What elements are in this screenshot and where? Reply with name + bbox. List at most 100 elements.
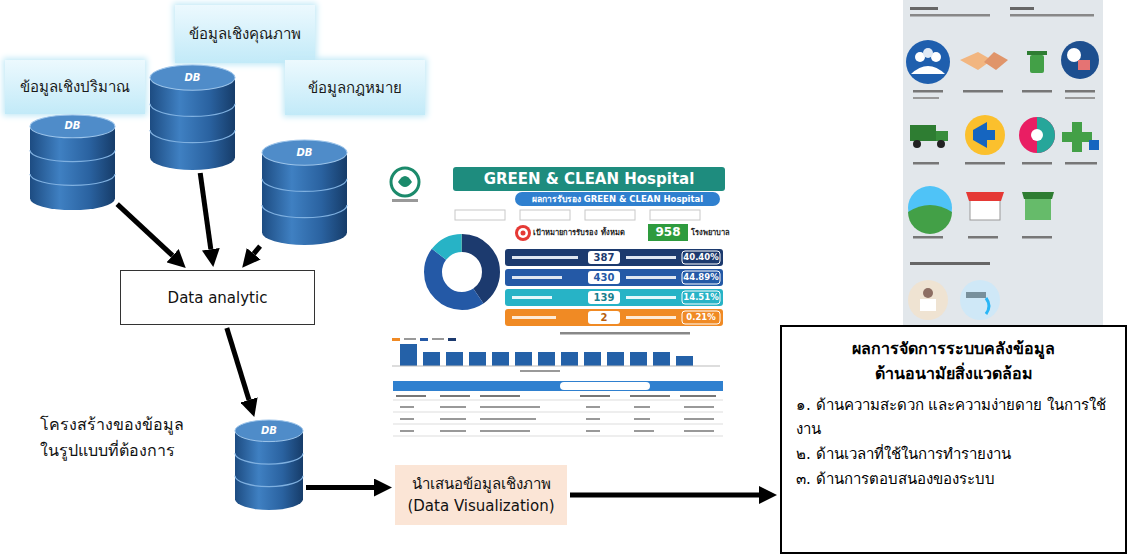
- dashboard-screenshot: [676, 356, 693, 366]
- dashboard-screenshot: [626, 276, 676, 279]
- target-unit: โรงพยาบาล: [691, 226, 735, 240]
- dashboard-screenshot: [518, 228, 528, 238]
- dashboard-screenshot: [423, 352, 440, 366]
- dashboard-screenshot: [580, 395, 610, 397]
- dashboard-screenshot: [433, 243, 491, 301]
- source-label: ข้อมูลเชิงคุณภาพ: [189, 22, 301, 46]
- dashboard-screenshot: [586, 430, 600, 432]
- icon-panel-screenshot: [923, 288, 933, 298]
- icon-panel-screenshot: [1019, 117, 1055, 153]
- icon-panel-screenshot: [1065, 97, 1095, 99]
- dashboard-screenshot: [385, 163, 737, 445]
- arrow-connector: [254, 246, 260, 254]
- result-text: ๒. ด้านเวลาที่ใช้ในการทำรายงาน: [796, 442, 1111, 467]
- db-label: DB: [185, 72, 201, 84]
- dashboard-screenshot: [440, 406, 466, 408]
- dashboard-screenshot: [515, 225, 531, 241]
- dashboard-screenshot: [560, 332, 690, 335]
- cylinder-body: [235, 431, 303, 510]
- icon-panel-screenshot: [1067, 48, 1081, 62]
- icon-panel-screenshot: [1022, 236, 1052, 239]
- cylinder-body: [150, 78, 235, 170]
- dashboard-screenshot: [588, 271, 620, 284]
- dashboard-screenshot: [684, 406, 714, 408]
- dashboard-screenshot: [512, 316, 556, 319]
- icon-panel-screenshot: [1025, 198, 1051, 220]
- icon-panel-screenshot: [913, 236, 943, 239]
- dashboard-screenshot: [648, 224, 688, 241]
- source-label-box: ข้อมูลเชิงคุณภาพ: [175, 5, 315, 63]
- icon-panel-screenshot: [1010, 14, 1094, 17]
- icon-panel-screenshot: [937, 140, 945, 148]
- icon-panel-screenshot: [908, 205, 952, 234]
- arrow-connector: [200, 173, 211, 249]
- visualization-label: นำเสนอข้อมูลเชิงภาพ (Data Visualization): [405, 473, 557, 518]
- dashboard-screenshot: [440, 395, 470, 397]
- dashboard-subtitle: ผลการรับรอง GREEN & CLEAN Hospital: [515, 192, 720, 206]
- db-label: DB: [261, 425, 277, 437]
- dashboard-screenshot: [400, 344, 417, 366]
- icon-panel-screenshot: [970, 200, 1000, 220]
- dashboard-screenshot: [520, 370, 560, 372]
- dashboard-screenshot: [682, 251, 720, 264]
- dashboard-screenshot: [433, 243, 491, 301]
- percent-value: 14.51%: [682, 291, 720, 304]
- dashboard-screenshot: [682, 271, 720, 284]
- dashboard-screenshot: [400, 406, 414, 408]
- dashboard-screenshot: [634, 418, 650, 420]
- dashboard-screenshot: [515, 192, 720, 206]
- icon-panel-screenshot: [1031, 129, 1043, 141]
- icon-panel-screenshot: [968, 236, 998, 239]
- dashboard-screenshot: [586, 418, 600, 420]
- dashboard-screenshot: [469, 352, 486, 366]
- icon-panel-screenshot: [960, 280, 1000, 320]
- cylinder-top: [235, 420, 303, 442]
- icon-panel-screenshot: [1078, 60, 1090, 70]
- dashboard-screenshot: [420, 338, 428, 341]
- cylinder-body: [30, 126, 115, 210]
- dashboard-screenshot: [512, 276, 562, 279]
- cylinder-ring: [235, 453, 303, 486]
- source-label-box: ข้อมูลกฎหมาย: [285, 60, 425, 115]
- dashboard-screenshot: [492, 352, 509, 366]
- cylinder-top: [262, 140, 347, 165]
- target-number: 958: [648, 224, 688, 241]
- count-value: 430: [588, 271, 620, 284]
- icon-panel-screenshot: [910, 125, 936, 141]
- dashboard-screenshot: [634, 430, 654, 432]
- visualization-box: นำเสนอข้อมูลเชิงภาพ (Data Visualization): [395, 465, 567, 525]
- dashboard-screenshot: [404, 338, 416, 340]
- dashboard-screenshot: [505, 289, 723, 306]
- icon-panel-screenshot: [1022, 90, 1052, 93]
- dashboard-screenshot: [630, 395, 670, 397]
- icon-panel-screenshot: [987, 130, 995, 140]
- icon-panel-screenshot: [986, 298, 989, 314]
- db-label: DB: [65, 120, 81, 132]
- icon-panel-screenshot: [936, 131, 948, 141]
- icon-panel-screenshot: [1010, 7, 1034, 10]
- icon-panel-screenshot: [1030, 55, 1044, 73]
- result-text: ๑. ด้านความสะดวก และความง่ายดาย ในการใช้…: [796, 393, 1111, 443]
- icon-panel-screenshot: [965, 115, 1005, 155]
- dashboard-screenshot: [515, 352, 532, 366]
- dashboard-screenshot: [455, 210, 505, 220]
- arrow-connector: [306, 485, 374, 490]
- percent-value: 0.21%: [682, 311, 720, 324]
- dashboard-screenshot: [538, 352, 555, 366]
- result-box: ผลการจัดการระบบคลังข้อมูล ด้านอนามัยสิ่ง…: [780, 325, 1127, 554]
- dashboard-screenshot: [392, 366, 720, 367]
- dashboard-screenshot: [607, 352, 624, 366]
- icon-panel-screenshot: [910, 14, 990, 17]
- icon-panel-screenshot: [1061, 41, 1099, 79]
- icon-panel-screenshot: [910, 7, 938, 10]
- dashboard-screenshot: [586, 406, 600, 408]
- cylinder-ring: [30, 150, 115, 185]
- arrow-connector: [227, 328, 249, 400]
- process-box: Data analytic: [120, 270, 315, 325]
- arrow-connector: [117, 204, 172, 256]
- icon-panel-screenshot: [911, 66, 945, 74]
- icon-panel-screenshot: [973, 122, 987, 148]
- cylinder-top: [30, 115, 115, 138]
- dashboard-screenshot: [480, 418, 536, 420]
- source-label: ข้อมูลกฎหมาย: [308, 76, 402, 100]
